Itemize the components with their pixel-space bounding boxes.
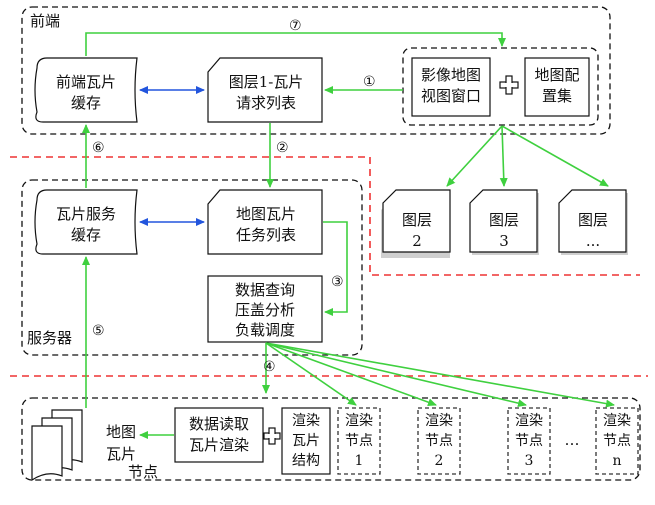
map-config-line2: 置集 [542,87,572,105]
render-node-2: 渲染 节点 2 [417,407,461,475]
layer-3-box: 图层 3 [469,189,539,255]
task-list-line2: 任务列表 [236,226,296,244]
query-line1: 数据查询 [235,281,295,299]
render-node-n-line1: 渲染 [603,413,631,429]
request-list-box: 图层1-瓦片 请求列表 [207,57,323,123]
frontend-tile-cache-line1: 前端瓦片 [56,73,116,91]
server-tile-cache-line2: 缓存 [71,226,101,244]
render-node-ellipsis: … [565,431,580,449]
step-7-arrow [85,32,506,56]
render-struct-line2: 瓦片 [292,433,320,449]
frontend-server-divider [10,156,640,276]
tile-stack-label-line2: 瓦片 [106,445,136,463]
request-list-line2: 请求列表 [236,94,296,112]
server-region-label: 服务器 [27,329,72,347]
plus-icon-node [263,427,281,445]
render-node-1-line3: 1 [355,453,364,469]
render-node-1-line1: 渲染 [345,413,373,429]
layer-3-line2: 3 [499,232,509,250]
step-2-label: ② [276,140,289,156]
render-structure-box: 渲染 瓦片 结构 [281,407,331,475]
step-6-label: ⑥ [92,140,105,156]
render-node-n: 渲染 节点 n [595,407,639,475]
step-5-label: ⑤ [92,323,105,339]
read-render-box: 数据读取 瓦片渲染 [174,407,264,463]
layer-more-line2: ... [586,232,600,250]
plus-icon [499,75,519,95]
node-label: 节点 [128,463,158,481]
render-node-2-line3: 2 [435,453,444,469]
render-node-2-line2: 节点 [425,433,453,449]
render-node-n-line3: n [612,453,621,469]
render-node-3-line3: 3 [525,453,534,469]
map-config-line1: 地图配 [534,66,579,84]
node-region [21,397,641,481]
render-node-1-line2: 节点 [345,433,373,449]
step-3-arrow [323,221,348,316]
step-4-label: ④ [263,359,276,375]
step-7-label: ⑦ [289,18,302,34]
server-region [21,179,363,356]
frontend-region [21,6,611,135]
image-view-window: 影像地图 视图窗口 [411,57,491,117]
layer-2-line1: 图层 [402,211,432,229]
step-4-arrow-noden [265,342,615,408]
render-node-3-line2: 节点 [515,433,543,449]
step-3-label: ③ [331,274,344,290]
server-tile-cache-line1: 瓦片服务 [56,205,116,223]
query-line2: 压盖分析 [235,301,295,319]
tile-stack-label-line1: 地图 [106,423,136,441]
render-node-3-line1: 渲染 [515,413,543,429]
frontend-tile-cache-line2: 缓存 [71,94,101,112]
layer-2-arrow [446,125,503,187]
step-4-arrow-node2 [265,342,437,407]
layer-3-arrow [499,125,508,187]
frontend-region-label: 前端 [30,12,60,30]
server-tile-cache: 瓦片服务 缓存 [34,189,138,255]
step-4-arrow-node1 [265,342,357,406]
task-list-box: 地图瓦片 任务列表 [207,189,323,255]
render-struct-line3: 结构 [292,453,320,469]
step-1-label: ① [363,74,376,90]
map-config-set: 地图配 置集 [524,57,590,117]
layer-2-line2: 2 [412,232,422,250]
render-node-2-line1: 渲染 [425,413,453,429]
read-render-line2: 瓦片渲染 [189,436,249,454]
read-render-line1: 数据读取 [189,415,249,433]
query-line3: 负载调度 [235,321,295,339]
request-list-line1: 图层1-瓦片 [229,73,304,91]
render-node-1: 渲染 节点 1 [337,407,381,475]
task-list-line1: 地图瓦片 [236,205,296,223]
tile-document-stack [31,409,83,482]
frontend-tile-cache: 前端瓦片 缓存 [34,57,138,123]
render-node-3: 渲染 节点 3 [507,407,551,475]
render-node-n-line2: 节点 [603,433,631,449]
layer-3-line1: 图层 [489,211,519,229]
layer-2-box: 图层 2 [381,189,451,258]
view-config-group [402,47,599,126]
step-4-arrow-node3 [265,342,527,408]
layer-more-arrow [501,125,609,187]
render-struct-line1: 渲染 [292,413,320,429]
image-view-line1: 影像地图 [421,66,481,84]
layer-more-line1: 图层 [578,211,608,229]
query-analysis-box: 数据查询 压盖分析 负载调度 [207,275,323,343]
image-view-line2: 视图窗口 [421,87,481,105]
layer-more-box: 图层 ... [558,189,628,255]
